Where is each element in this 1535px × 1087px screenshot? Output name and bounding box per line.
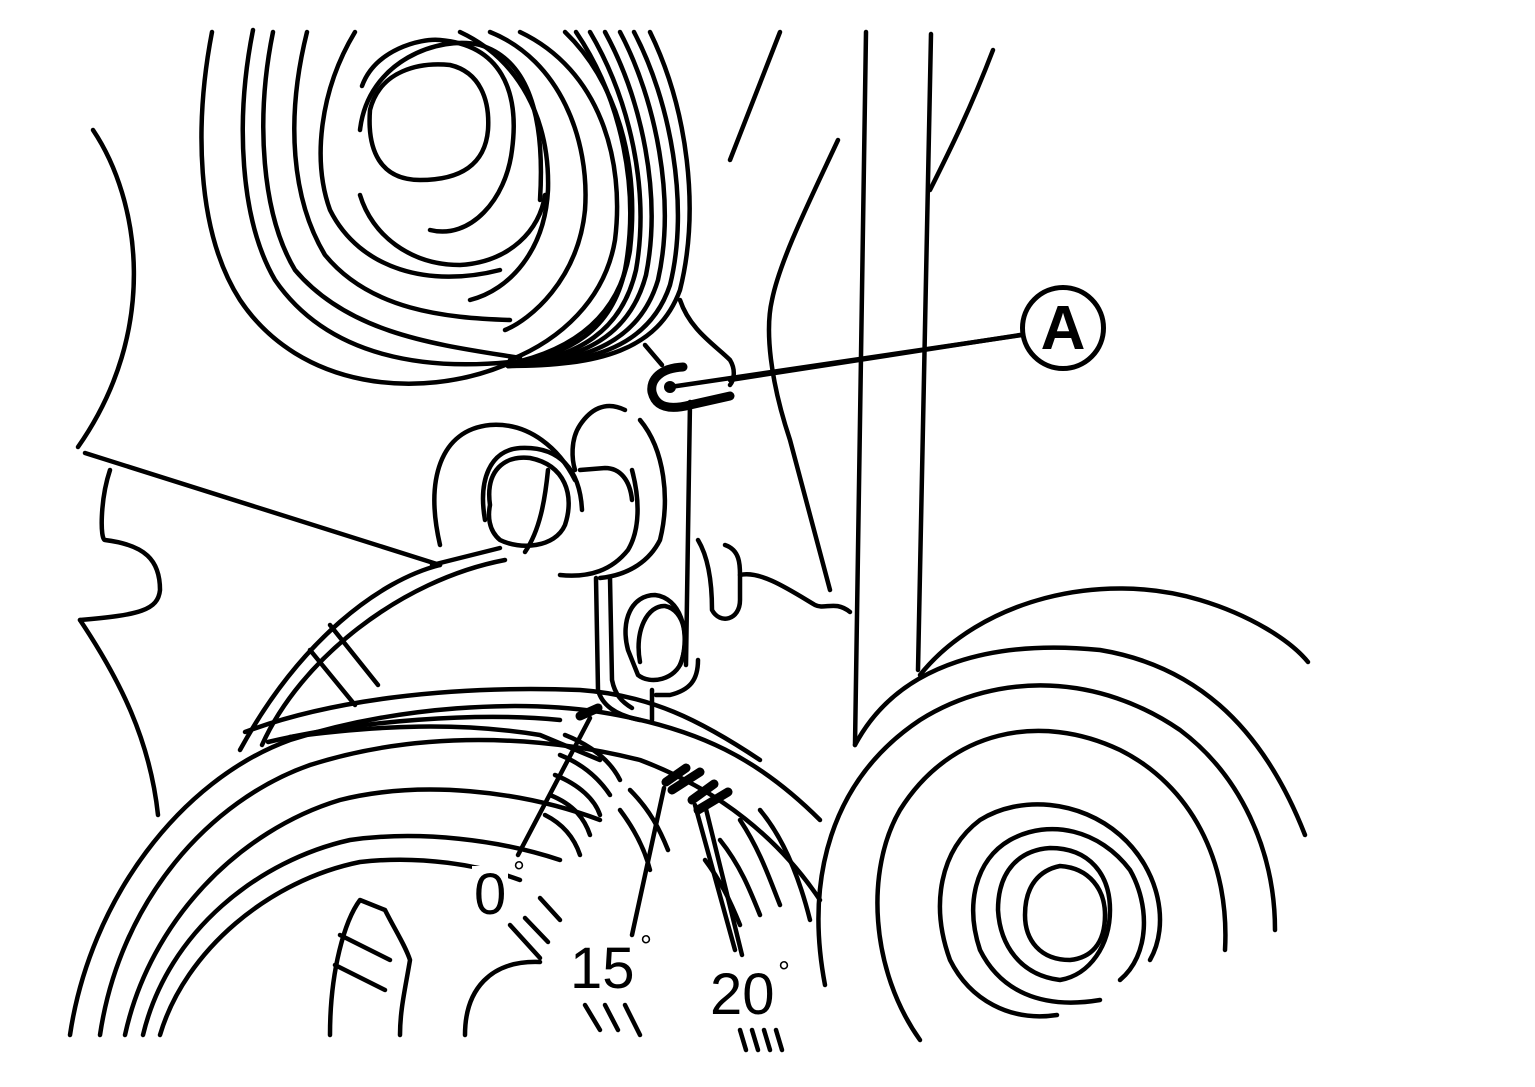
callout-a-badge: A [1020, 285, 1106, 371]
belt-and-bracket-lines [677, 29, 1023, 748]
degree-symbol-15: ° [640, 930, 652, 963]
crank-pulley [67, 686, 823, 1053]
timing-mark-15-value: 15 [570, 936, 635, 1001]
left-housing [75, 127, 508, 818]
degree-symbol-20: ° [778, 956, 790, 989]
upper-pulley [199, 27, 692, 386]
lower-right-pulley [816, 586, 1311, 1043]
timing-mark-15-label: 15 [568, 940, 637, 998]
callout-a-leader-line [667, 332, 1025, 390]
timing-mark-20-label: 20 [708, 966, 777, 1024]
callout-a-label: A [1040, 293, 1086, 363]
timing-mark-20-value: 20 [710, 962, 775, 1027]
timing-mark-0-label: 0 [472, 866, 509, 924]
degree-symbol-0: ° [513, 856, 525, 889]
timing-mark-0-value: 0 [474, 862, 507, 927]
